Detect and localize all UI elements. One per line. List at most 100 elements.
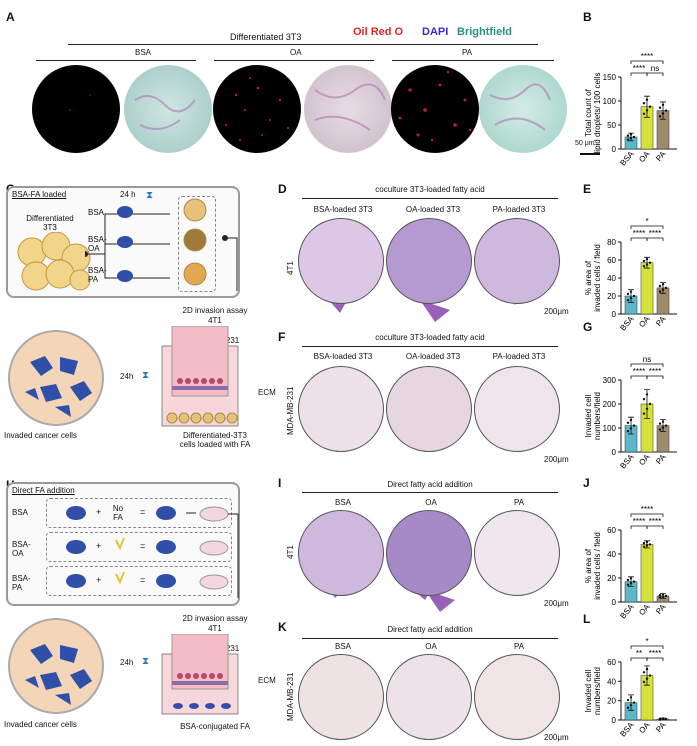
panel-f-group-oa: OA-loaded 3T3 (405, 352, 461, 361)
chart-e-ytick-label: 60 (607, 256, 616, 265)
image-i-bsa (298, 510, 384, 596)
image-f-oa (386, 366, 472, 452)
chart-e-bar-oa (640, 262, 654, 315)
scheme-h-plus-1: + (96, 507, 102, 517)
panel-label-e: E (583, 182, 592, 196)
chart-g-point (626, 421, 630, 424)
chart-b-xtick-pa: PA (654, 149, 668, 163)
chart-j-ylabel-line-1: invaded cells / field (593, 532, 602, 600)
chart-g-xtick-pa: PA (654, 452, 668, 466)
panel-label-d: D (278, 182, 287, 196)
chart-g-point (645, 393, 649, 396)
image-a-oa-brightfield (304, 65, 392, 153)
chart-g-xtick-oa: OA (637, 452, 652, 467)
chart-b-point (661, 112, 665, 115)
scheme-c-assay: 2D invasion assay (182, 306, 248, 315)
panel-f-group-pa: PA-loaded 3T3 (492, 352, 546, 361)
chart-e-xtick-oa: OA (637, 314, 652, 329)
chart-l-ylabel-line-0: Invaded cell (584, 669, 593, 712)
chart-l-ylabel-line-1: numbers/field (593, 667, 602, 715)
chart-e-point (642, 259, 646, 263)
chart-b-point (642, 112, 646, 116)
image-d-oa (386, 218, 472, 304)
chart-b-point (626, 134, 630, 137)
group-line-bsa (36, 60, 196, 61)
panel-d-group-pa: PA-loaded 3T3 (492, 205, 546, 214)
panel-a-title-line (68, 44, 538, 45)
hourglass-icon-2: ⧗ (142, 370, 150, 381)
chart-b-point (642, 102, 646, 105)
scheme-h-eq-3: = (140, 575, 146, 585)
chart-l-sig-label: ** (636, 649, 642, 658)
chart-l-ytick-label: 20 (607, 697, 616, 706)
legend-oil-red-o: Oil Red O (353, 26, 404, 38)
scheme-c-time: 24 h (120, 190, 136, 199)
chart-e-point (632, 294, 636, 298)
scheme-h-row-box-2 (46, 532, 232, 562)
chart-j-point (648, 543, 652, 546)
chart-j-point (642, 545, 646, 548)
chart-l-xtick-pa: PA (654, 720, 668, 734)
chart-j-ytick-label: 20 (607, 574, 616, 583)
scheme-c-invaded-label: Invaded cancer cells (4, 431, 77, 440)
chart-l-point (632, 701, 636, 704)
chart-j-sig-label: **** (649, 517, 661, 526)
chart-b-ylabel-line-1: lipid droplets/ 100 cells (593, 73, 602, 154)
chart-j-point (658, 594, 662, 597)
chart-b-point (661, 103, 665, 107)
chart-e-sig-label: **** (649, 229, 661, 238)
chart-b-xtick-oa: OA (637, 149, 652, 164)
scheme-h-row-oa: BSA- OA (12, 540, 31, 558)
panel-i-side-label: 4T1 (286, 545, 295, 559)
panel-label-f: F (278, 330, 286, 344)
chart-j-sig-label: **** (633, 517, 645, 526)
chart-j-xtick-bsa: BSA (618, 602, 636, 621)
chart-l-point (658, 717, 662, 720)
chart-e-ylabel-line-0: % area of (584, 260, 593, 295)
chart-g-xtick-bsa: BSA (618, 452, 636, 471)
scheme-h-eq-1: = (140, 507, 146, 517)
chart-l-sig-bracket (646, 657, 664, 661)
chart-g-point (658, 428, 662, 431)
legend-dapi: DAPI (422, 26, 449, 38)
chart-e-point (658, 284, 662, 288)
chart-j-bar-oa (640, 544, 654, 603)
scheme-h-row-box-3 (46, 566, 232, 596)
chart-g-ylabel-line-0: Invaded cell (584, 394, 593, 437)
chart-g-sig-label: ns (643, 355, 651, 364)
chart-e-xtick-bsa: BSA (618, 314, 636, 333)
chart-l-point (661, 717, 665, 720)
chart-g-ylabel-line-1: numbers/field (593, 392, 602, 440)
scheme-h-row-pa: BSA- PA (12, 574, 31, 592)
chart-j-point (658, 596, 662, 599)
chart-j-point (661, 593, 665, 596)
chart-e-point (626, 299, 630, 302)
image-a-oa-fluorescence (213, 65, 301, 153)
scheme-c-arrows (85, 198, 238, 291)
chart-b-sig-label: **** (641, 52, 653, 61)
chart-g-point (632, 424, 636, 427)
scheme-c-title: BSA-FA loaded (12, 190, 67, 199)
scale-bar-a (580, 153, 600, 155)
scheme-h-eq-2: = (140, 541, 146, 551)
image-a-pa-brightfield (479, 65, 567, 153)
panel-d-side-label: 4T1 (286, 261, 295, 275)
chart-j-ytick-label: 0 (612, 598, 617, 607)
chart-l-xtick-oa: OA (637, 720, 652, 735)
chart-j-ytick-label: 40 (607, 550, 616, 559)
chart-l-point (629, 703, 633, 707)
panel-k-title: Direct fatty acid addition (387, 625, 473, 634)
chart-g-sig-label: **** (633, 367, 645, 376)
panel-f-group-bsa: BSA-loaded 3T3 (313, 352, 373, 361)
chart-e-xtick-pa: PA (654, 314, 668, 328)
chart-b-ytick-label: 50 (607, 121, 616, 130)
chart-g-ytick-label: 300 (603, 376, 617, 385)
group-line-pa (392, 60, 554, 61)
chart-e-point (629, 290, 633, 293)
chart-l-sig-bracket (630, 645, 664, 649)
chart-j-sig-label: **** (641, 505, 653, 514)
chart-e-sig-bracket (630, 237, 648, 241)
chart-g-sig-bracket (630, 363, 664, 367)
chart-b-point (645, 98, 649, 101)
chart-e-point (642, 265, 646, 268)
